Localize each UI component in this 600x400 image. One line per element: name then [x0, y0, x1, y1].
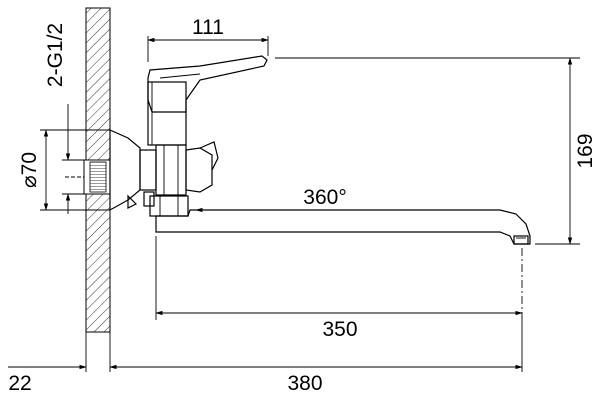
cartridge-housing [147, 81, 187, 146]
height-label: 169 [574, 133, 597, 168]
inlet-thread-label: 2-G1/2 [44, 23, 67, 87]
dimension-inlet-thread: 2-G1/2 [44, 23, 86, 214]
wall-inlet [65, 159, 111, 195]
spout-reach-label: 350 [322, 318, 357, 341]
wall-flange [109, 129, 141, 212]
eccentric-connector [139, 149, 157, 207]
swivel-angle-label: 360° [303, 186, 346, 209]
dimension-height: 169 [275, 57, 597, 245]
lever-handle [147, 55, 268, 113]
swivel-angle-annotation: 360° [195, 186, 360, 213]
overall-length-label: 380 [287, 372, 322, 395]
dimension-spout-reach: 350 [155, 236, 523, 341]
dimension-bottom: 22 380 [8, 320, 523, 395]
flange-diameter-label: ⌀70 [18, 152, 41, 188]
mixer-body [155, 141, 219, 196]
wall-offset-label: 22 [8, 372, 31, 395]
dimension-lever-width: 111 [147, 16, 269, 62]
swivel-spout [155, 209, 531, 245]
swivel-nut [149, 195, 189, 217]
lever-width-label: 111 [192, 16, 224, 39]
dimension-flange-diameter: ⌀70 [18, 129, 110, 211]
